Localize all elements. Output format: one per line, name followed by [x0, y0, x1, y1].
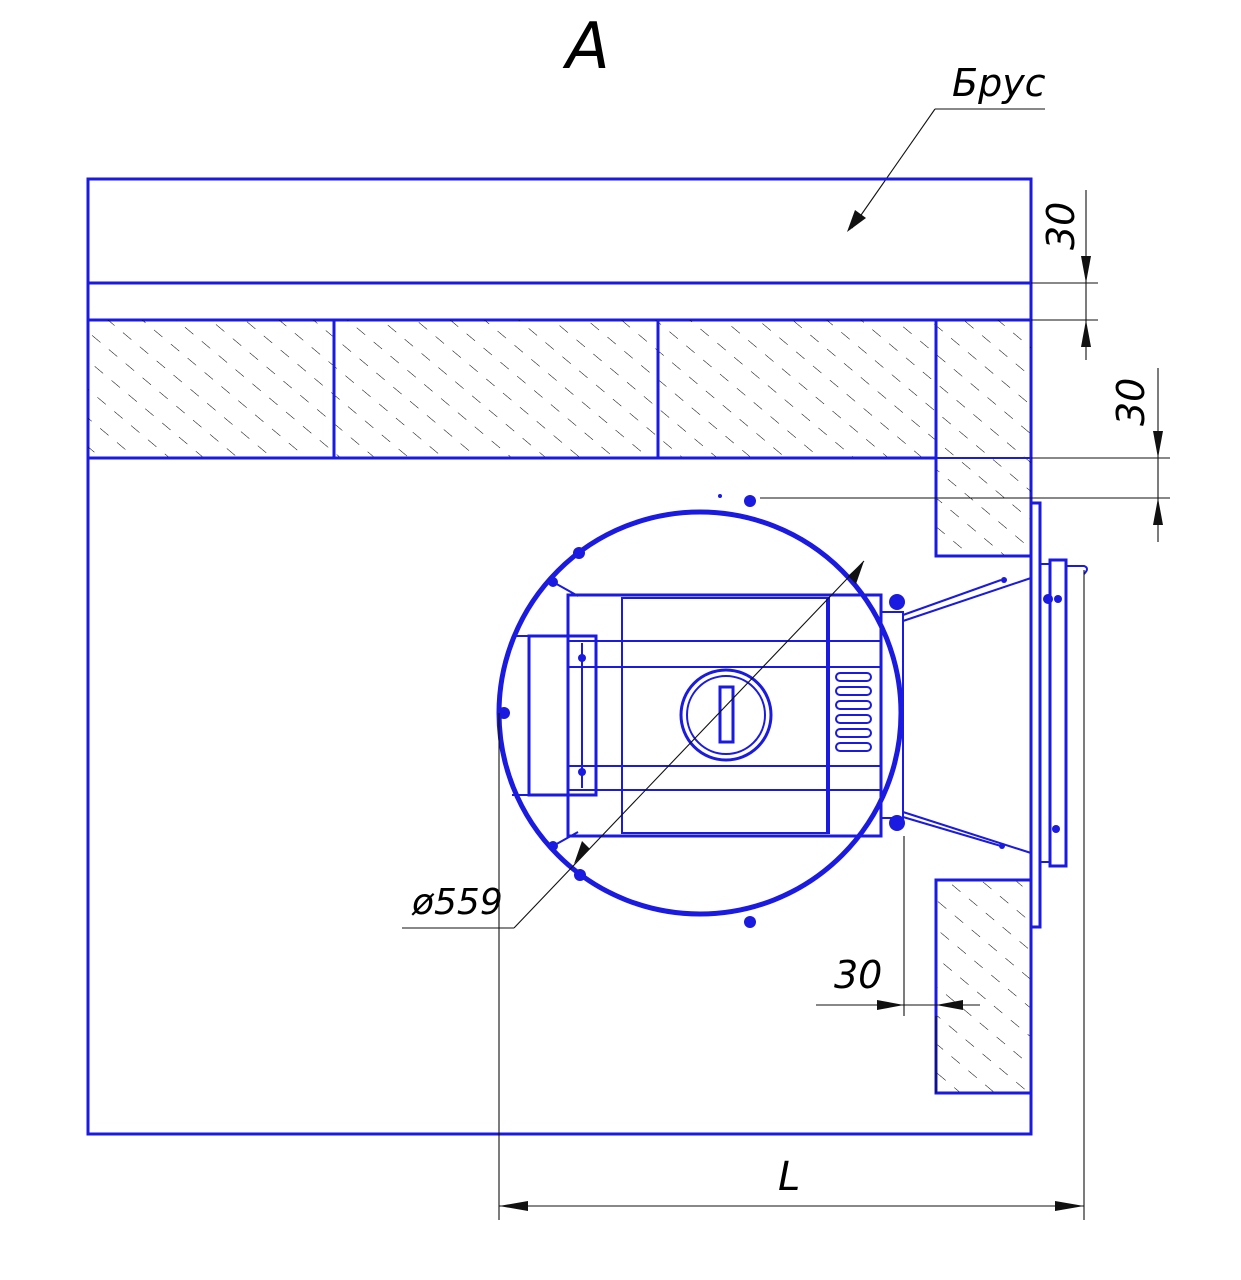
dimension-right-value: 30	[1109, 378, 1153, 426]
insulation-top-row	[88, 320, 936, 460]
dimension-length-value: L	[778, 1154, 800, 1200]
dimension-top-layer: 30	[1031, 190, 1098, 360]
stove-round-port	[679, 668, 773, 762]
stove-side-box	[527, 634, 598, 797]
stove-door	[1048, 558, 1068, 868]
insulation-lower-block	[936, 880, 1031, 1093]
beam-label: Брус	[952, 61, 1046, 105]
dimension-diameter: ø559	[402, 560, 865, 929]
stove-port-slot	[718, 685, 735, 744]
dimension-right-layer: 30	[760, 368, 1170, 542]
dimension-top-value: 30	[1039, 202, 1083, 250]
fireplace-stove	[496, 494, 1088, 929]
view-letter: А	[562, 10, 610, 84]
dimension-side-gap: 30	[816, 836, 980, 1093]
stove-vent-grille	[835, 672, 872, 752]
insulation-block	[88, 320, 334, 458]
stove-door-frame	[1029, 501, 1042, 929]
dimension-diameter-value: ø559	[411, 882, 503, 923]
insulation-block	[658, 320, 936, 458]
insulation-right-column	[934, 320, 1033, 1095]
stove-clamps	[498, 495, 905, 928]
insulation-corner-block	[936, 320, 1031, 556]
stove-round-body	[496, 509, 904, 917]
dimension-length: L	[498, 570, 1085, 1220]
beam-leader: Брус	[847, 61, 1046, 232]
stove-top-marker	[718, 494, 722, 498]
insulation-block	[334, 320, 658, 458]
dimension-side-value: 30	[834, 953, 882, 997]
